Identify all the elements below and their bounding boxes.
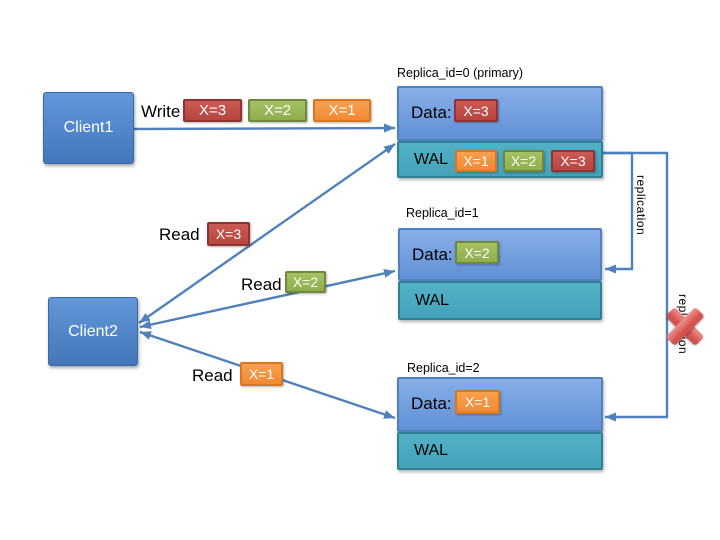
replica2-data-box: Data: [397,377,603,432]
write-chip-x3: X=3 [183,99,242,122]
replica2-data-chip: X=1 [455,390,500,414]
replica2-wal-box: WAL [397,432,603,470]
write-chip-x2: X=2 [248,99,307,122]
replication-label-1: replication [634,175,648,236]
client1-label: Client1 [63,119,114,136]
x-cross-icon [665,307,705,346]
read-x2-arrow [139,268,396,330]
replica2-data-label: Data: [411,394,452,413]
read-chip-x3: X=3 [207,222,250,246]
client2-label: Client2 [68,322,118,340]
replica2-title: Replica_id=2 [407,361,480,375]
replica0-title: Replica_id=0 (primary) [397,66,524,80]
client1-box: Client1 [43,92,134,164]
replica0-data-chip: X=3 [454,99,498,122]
replica1-title: Replica_id=1 [406,206,479,220]
replication-arrow-to-replica1 [603,151,634,274]
write-arrow [132,123,396,133]
read-x1-label: Read [192,366,233,385]
replica0-wal-chip-x3: X=3 [551,150,595,172]
replica1-data-chip: X=2 [455,241,499,264]
replica0-data-label: Data: [411,103,452,122]
replica1-data-box: Data: [398,228,602,281]
read-chip-x1: X=1 [240,362,283,386]
replica1-data-label: Data: [412,245,453,264]
client2-box: Client2 [48,297,138,366]
read-x3-label: Read [159,225,200,244]
write-label: Write [141,102,181,121]
replica1-wal-box: WAL [398,281,602,320]
replication-arrow-to-replica2 [603,151,669,422]
write-chip-x1: X=1 [313,99,371,122]
replica0-data-box: Data: [397,86,603,141]
replica2-wal-label: WAL [414,442,449,459]
replica0-wal-chip-x2: X=2 [503,150,544,172]
replica1-wal-label: WAL [415,291,450,309]
read-x2-label: Read [241,275,282,294]
replica0-wal-label: WAL [414,150,449,168]
replica0-wal-chip-x1: X=1 [455,150,497,172]
read-chip-x2: X=2 [285,271,326,293]
